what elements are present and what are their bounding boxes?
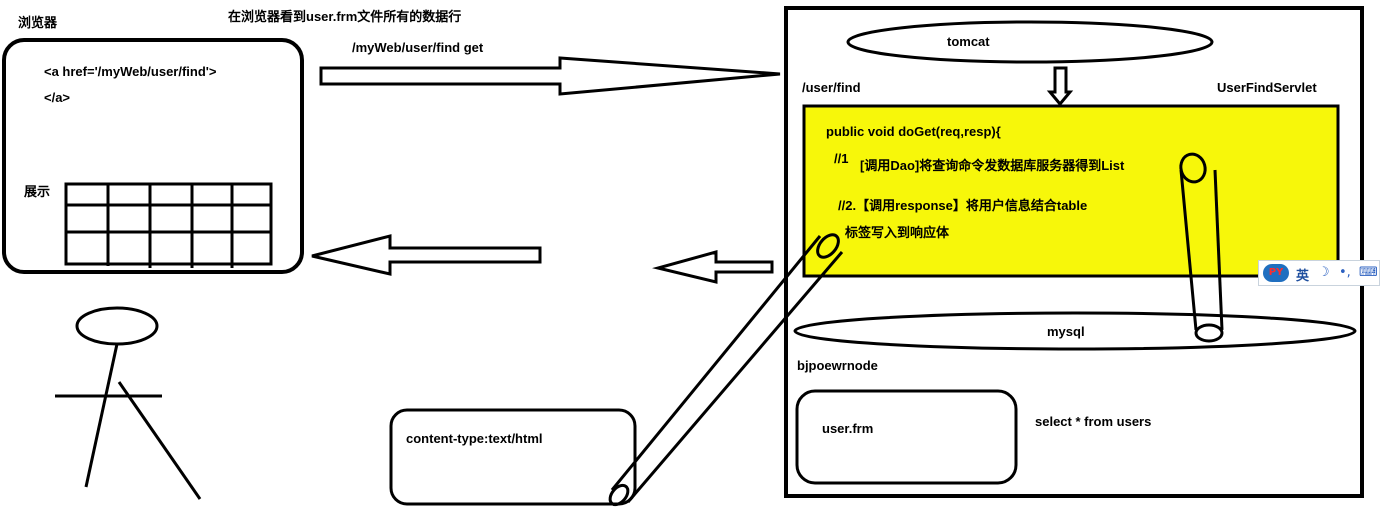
server-frame [784,6,1364,498]
code-box [802,104,1340,278]
table-file: user.frm [822,421,874,436]
link-open-tag: <a href='/myWeb/user/find'> [44,64,217,79]
user-figure [55,306,202,500]
keyboard-icon[interactable]: ⌨ [1359,265,1378,280]
step1-text: [调用Dao]将查询命令发数据库服务器得到List [860,158,1125,173]
table-label: 展示 [24,184,51,199]
tomcat-label: tomcat [947,34,990,49]
code-signature: public void doGet(req,resp){ [826,124,1001,139]
ime-toolbar[interactable]: PY 英 ☽ •, ⌨ [1258,260,1380,286]
browser-label: 浏览器 [18,15,58,30]
user-frm-box [795,389,1018,485]
content-type-label: content-type:text/html [406,431,543,446]
request-label: /myWeb/user/find get [352,40,484,55]
link-close-tag: </a> [44,90,71,105]
sql-query: select * from users [1035,414,1152,429]
step2-text-line1: //2.【调用response】将用户信息结合table [838,198,1088,213]
browser-box [2,38,304,274]
step1-number: //1 [834,151,849,166]
content-type-box [389,408,637,506]
db-pipe [1179,152,1224,343]
response-arrow-server [652,250,774,284]
result-table-grid [64,182,273,268]
moon-icon[interactable]: ☽ [1318,265,1330,280]
response-arrow-browser [311,234,542,276]
ime-language-toggle[interactable]: 英 [1296,269,1310,284]
request-arrow [319,56,781,96]
url-pattern: /user/find [802,80,861,95]
diagram-title: 在浏览器看到user.frm文件所有的数据行 [228,9,462,24]
mysql-label: mysql [1047,324,1085,339]
database-name: bjpoewrnode [797,358,878,373]
ime-logo[interactable]: PY [1263,264,1289,282]
servlet-name: UserFindServlet [1217,80,1317,95]
tomcat-down-arrow [1046,66,1074,107]
step2-text-line2: 标签写入到响应体 [845,225,950,240]
tomcat-ellipse [846,20,1214,64]
response-pipe [608,233,844,507]
ime-punctuation-toggle[interactable]: •, [1339,265,1351,280]
